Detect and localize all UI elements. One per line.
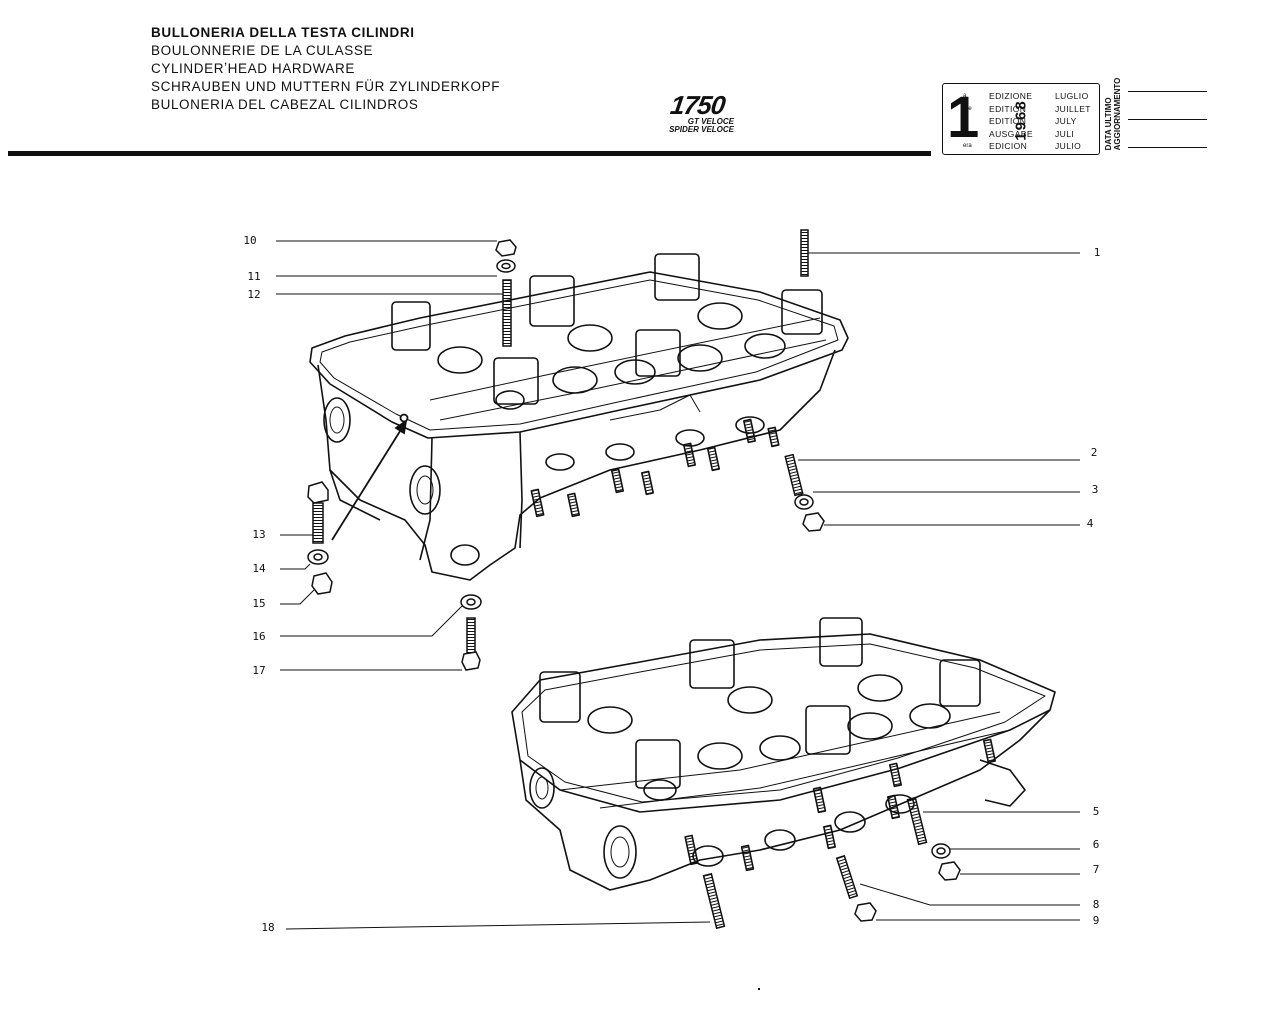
callout-17: 17	[252, 664, 266, 677]
nut-part-9	[854, 902, 877, 922]
callout-6: 6	[1092, 838, 1100, 851]
nut-part-10	[495, 239, 517, 257]
cylinder-head-upper	[309, 253, 849, 581]
title-french: BOULONNERIE DE LA CULASSE	[151, 43, 374, 58]
update-line	[1128, 147, 1207, 148]
edition-box: 1 a ère st . era EDIZIONE EDITION EDITIO…	[942, 83, 1100, 155]
callout-16: 16	[252, 630, 266, 643]
edition-suffix: era	[963, 143, 972, 149]
edition-month: JULIO	[1055, 141, 1082, 151]
edition-suffix: ère	[963, 105, 972, 112]
update-line	[1128, 119, 1207, 120]
bolt-part-13	[307, 481, 329, 544]
manifold-studs-upper	[530, 418, 780, 518]
edition-label: EDICION	[989, 141, 1028, 151]
callout-7: 7	[1092, 863, 1100, 876]
washer-part-16	[460, 594, 482, 610]
stud-part-2	[784, 453, 804, 497]
callout-9: 9	[1092, 914, 1100, 927]
update-line	[1128, 91, 1207, 92]
callout-3: 3	[1091, 483, 1099, 496]
stud-part-18	[702, 872, 726, 930]
title-spanish: BULONERIA DEL CABEZAL CILINDROS	[151, 97, 419, 112]
callout-13: 13	[252, 528, 266, 541]
callout-14: 14	[252, 562, 266, 575]
edition-month: JUILLET	[1055, 103, 1091, 114]
edition-label: EDITION	[989, 103, 1027, 114]
edition-label: EDITION	[989, 116, 1027, 126]
edition-label: EDIZIONE	[989, 91, 1033, 101]
callout-11: 11	[247, 270, 261, 283]
edition-number: 1	[947, 85, 980, 150]
stud-part-1	[800, 229, 809, 277]
cylinder-head-lower	[511, 617, 1056, 891]
washer-part-14	[307, 549, 329, 565]
callout-8: 8	[1092, 898, 1100, 911]
stud-part-8	[835, 854, 859, 900]
edition-labels: EDIZIONE EDITION EDITION AUSGABE EDICION	[989, 90, 1033, 153]
edition-label: AUSGABE	[989, 128, 1033, 139]
stud-part-5	[906, 796, 928, 846]
washer-part-3	[794, 494, 814, 510]
callout-18: 18	[261, 921, 275, 934]
parts	[307, 229, 961, 930]
washer-part-6	[931, 843, 951, 859]
stud-part-12	[502, 279, 512, 347]
nut-part-15	[311, 572, 333, 595]
callout-10: 10	[243, 234, 257, 247]
edition-suffix: st	[963, 118, 968, 124]
edition-suffix: .	[963, 130, 965, 137]
callout-1: 1	[1093, 246, 1101, 259]
edition-month: LUGLIO	[1055, 91, 1089, 101]
callout-5: 5	[1092, 805, 1100, 818]
edition-months: LUGLIO JUILLET JULY JULI JULIO	[1055, 90, 1091, 153]
washer-part-11	[496, 259, 516, 273]
bolt-part-17	[461, 617, 481, 671]
title-english: CYLINDERʼHEAD HARDWARE	[151, 61, 355, 76]
variant-spider-veloce: SPIDER VELOCE	[669, 125, 734, 134]
footer-mark	[758, 988, 760, 990]
header-rule	[8, 151, 931, 156]
callout-12: 12	[247, 288, 261, 301]
title-german: SCHRAUBEN UND MUTTERN FÜR ZYLINDERKOPF	[151, 79, 501, 94]
nut-part-7	[938, 861, 961, 881]
leader-lines	[276, 240, 1080, 930]
model-logo: 1750 GT VELOCE SPIDER VELOCE	[655, 90, 740, 134]
location-arrow	[331, 413, 409, 541]
callout-2: 2	[1090, 446, 1098, 459]
edition-suffix: a	[963, 93, 967, 99]
nut-part-4	[802, 512, 825, 532]
variant-gt-veloce: GT VELOCE	[687, 117, 734, 126]
edition-suffixes: a ère st . era	[963, 90, 972, 153]
manifold-studs-lower	[684, 738, 996, 872]
edition-month: JULY	[1055, 116, 1077, 126]
title-italian: BULLONERIA DELLA TESTA CILINDRI	[151, 25, 415, 40]
edition-month: JULI	[1055, 128, 1075, 139]
callout-4: 4	[1086, 517, 1094, 530]
title-block: BULLONERIA DELLA TESTA CILINDRI BOULONNE…	[151, 24, 500, 114]
callout-15: 15	[252, 597, 266, 610]
